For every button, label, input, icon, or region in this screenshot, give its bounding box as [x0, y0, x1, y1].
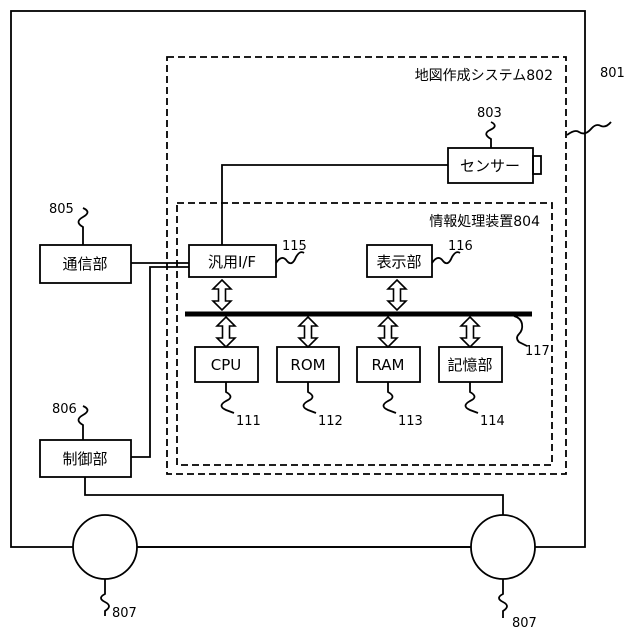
ref-leader-117	[514, 316, 527, 346]
wheel-right	[471, 515, 535, 579]
ref-leader-114	[466, 382, 479, 413]
gpif-label: 汎用I/F	[208, 253, 256, 271]
bus-arrow-rom	[299, 317, 317, 347]
sensor-tab	[533, 156, 541, 174]
display-label: 表示部	[376, 253, 421, 271]
control-to-gpif-line	[131, 267, 189, 457]
ref-leader-805	[79, 208, 88, 245]
ref-leader-803	[486, 122, 495, 148]
bus-arrow-gpif	[213, 280, 231, 310]
ref-112: 112	[318, 414, 343, 429]
ref-113: 113	[398, 414, 423, 429]
ref-leader-113	[384, 382, 397, 413]
ref-leader-807-left	[101, 579, 109, 616]
wheel-left	[73, 515, 137, 579]
ref-111: 111	[236, 414, 261, 429]
ref-leader-112	[304, 382, 317, 413]
ref-114: 114	[480, 414, 505, 429]
cpu-label: CPU	[211, 356, 242, 374]
control-to-wheels-line	[85, 477, 503, 518]
ref-116: 116	[448, 239, 473, 254]
ref-leader-801	[567, 122, 611, 135]
bus-arrow-display	[388, 280, 406, 310]
ref-leader-807-right	[499, 579, 507, 618]
control-label: 制御部	[62, 450, 107, 468]
ref-805: 805	[49, 202, 74, 217]
sensor-label: センサー	[460, 157, 520, 175]
ref-115: 115	[282, 239, 307, 254]
ref-leader-111	[222, 382, 235, 413]
storage-label: 記憶部	[447, 356, 492, 374]
ref-806: 806	[52, 402, 77, 417]
ram-label: RAM	[371, 356, 404, 374]
ref-807-left: 807	[112, 606, 137, 621]
ref-807-right: 807	[512, 616, 537, 631]
system-label: 地図作成システム802	[415, 68, 553, 84]
ref-leader-806	[79, 406, 88, 440]
comm-label: 通信部	[62, 255, 107, 273]
rom-label: ROM	[290, 356, 325, 374]
ref-117: 117	[525, 344, 550, 359]
bus-arrow-ram	[379, 317, 397, 347]
bus-arrow-cpu	[217, 317, 235, 347]
bus-arrow-storage	[461, 317, 479, 347]
ref-801: 801	[600, 66, 625, 81]
sensor-to-gpif-line	[222, 165, 448, 245]
processor-label: 情報処理装置804	[429, 214, 540, 230]
ref-803: 803	[477, 106, 502, 121]
